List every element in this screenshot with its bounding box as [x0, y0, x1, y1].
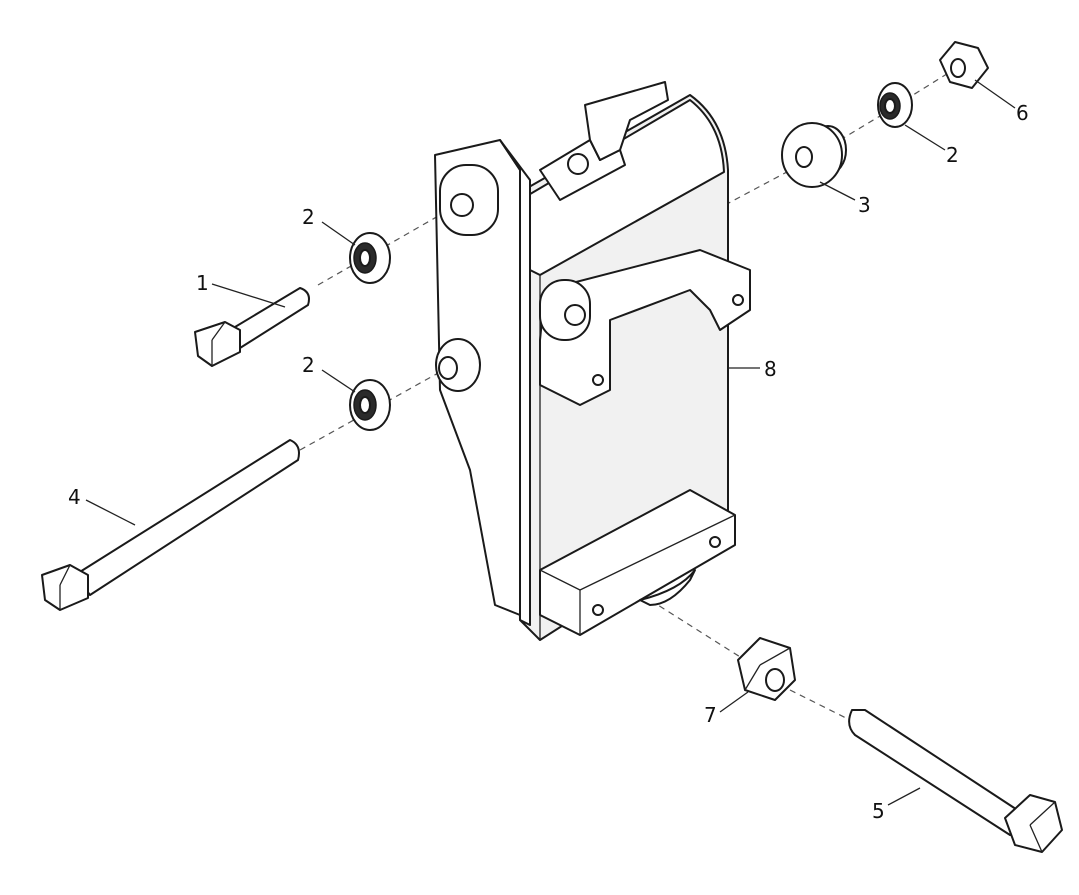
washer-lower-left: [349, 379, 391, 431]
washer-upper-left: [349, 232, 391, 284]
callout-1: 1: [196, 271, 209, 295]
callout-5: 5: [872, 799, 885, 823]
bolt-short: [194, 287, 310, 367]
bolt-long: [41, 439, 300, 611]
bushing: [781, 122, 847, 188]
callout-4: 4: [68, 485, 81, 509]
bracket-body: [434, 81, 751, 641]
nut-large: [737, 637, 796, 701]
leader-lines: [85, 79, 1016, 806]
callout-2-lower-left: 2: [302, 353, 315, 377]
washer-right: [877, 82, 913, 128]
callout-8: 8: [764, 357, 777, 381]
nut-small: [939, 41, 989, 89]
callout-6: 6: [1016, 101, 1029, 125]
bolt-lower-right: [848, 709, 1063, 853]
callout-7: 7: [704, 703, 717, 727]
callout-2-right: 2: [946, 143, 959, 167]
callout-2-upper-left: 2: [302, 205, 315, 229]
callout-3: 3: [858, 193, 871, 217]
